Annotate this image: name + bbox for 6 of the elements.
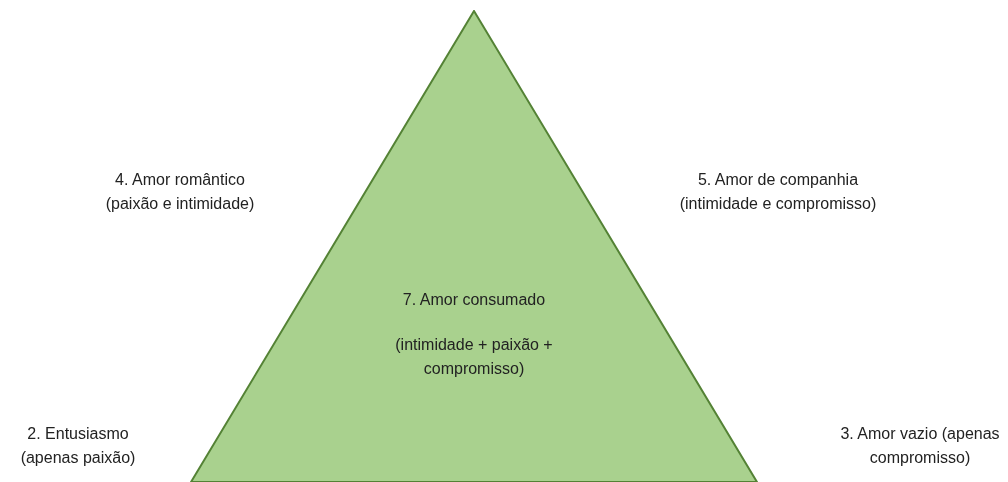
text-label: 5. Amor de companhia (intimidade e compromisso)	[678, 170, 878, 214]
node-text: (intimidade + paixão + compromisso)	[394, 335, 554, 379]
node-title: 7. Amor consumado	[401, 290, 547, 310]
text-label: 2. Entusiasmo (apenas paixão)	[19, 424, 137, 468]
text-label: 3. Amor vazio (apenas compromisso)	[839, 424, 1001, 468]
text-label: 4. Amor romântico (paixão e intimidade)	[104, 170, 256, 214]
